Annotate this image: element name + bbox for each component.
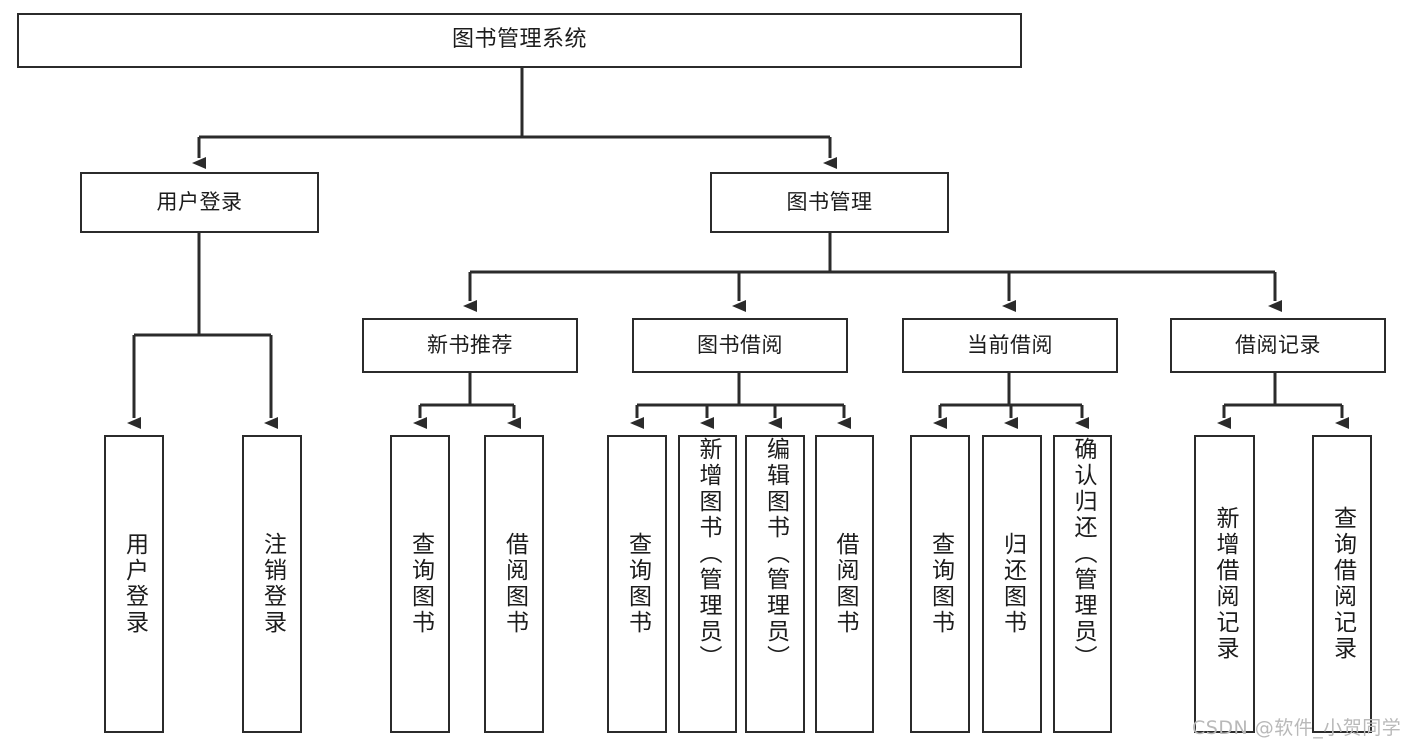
node-leaf-borrow-book-1[interactable]: 借阅图书 — [484, 435, 544, 733]
node-label: 查询借阅记录 — [1329, 506, 1356, 662]
node-leaf-user-login[interactable]: 用户登录 — [104, 435, 164, 733]
node-label: 新增借阅记录 — [1212, 506, 1238, 662]
node-label: 查询图书 — [927, 532, 954, 636]
node-label: 新书推荐 — [427, 332, 513, 357]
node-label: 图书借阅 — [697, 332, 783, 357]
node-leaf-borrow-book-2[interactable]: 借阅图书 — [815, 435, 874, 733]
node-leaf-edit-book[interactable]: 编辑图书（管理员） — [745, 435, 805, 733]
node-label: 借阅图书 — [501, 532, 528, 636]
csdn-watermark: CSDN @软件_小贺同学 — [1192, 717, 1402, 739]
node-label: 查询图书 — [624, 532, 651, 636]
node-book-management[interactable]: 图书管理 — [710, 172, 949, 233]
node-user-login[interactable]: 用户登录 — [80, 172, 319, 233]
node-leaf-logout-login[interactable]: 注销登录 — [242, 435, 302, 733]
node-label: 图书管理 — [786, 189, 873, 214]
node-leaf-add-book[interactable]: 新增图书（管理员） — [678, 435, 737, 733]
node-label: 编辑图书（管理员） — [762, 437, 789, 671]
node-label: 查询图书 — [407, 532, 434, 636]
node-label: 当前借阅 — [967, 332, 1053, 357]
node-leaf-add-record[interactable]: 新增借阅记录 — [1194, 435, 1255, 733]
node-label: 注销登录 — [259, 532, 286, 636]
node-label: 借阅记录 — [1235, 332, 1321, 357]
node-book-borrow[interactable]: 图书借阅 — [632, 318, 848, 373]
node-label: 借阅图书 — [832, 532, 858, 636]
node-label: 用户登录 — [156, 189, 243, 214]
node-root-book-management-system[interactable]: 图书管理系统 — [17, 13, 1022, 68]
node-label: 图书管理系统 — [451, 27, 587, 53]
node-leaf-return-book[interactable]: 归还图书 — [982, 435, 1042, 733]
node-leaf-confirm-return[interactable]: 确认归还（管理员） — [1053, 435, 1112, 733]
node-leaf-query-record[interactable]: 查询借阅记录 — [1312, 435, 1372, 733]
node-label: 新增图书（管理员） — [695, 437, 721, 671]
node-label: 确认归还（管理员） — [1070, 437, 1096, 671]
node-new-book-recommend[interactable]: 新书推荐 — [362, 318, 578, 373]
node-borrow-record[interactable]: 借阅记录 — [1170, 318, 1386, 373]
node-leaf-query-book-3[interactable]: 查询图书 — [910, 435, 970, 733]
node-label: 用户登录 — [121, 532, 148, 636]
node-current-borrow[interactable]: 当前借阅 — [902, 318, 1118, 373]
node-label: 归还图书 — [999, 532, 1026, 636]
node-leaf-query-book-1[interactable]: 查询图书 — [390, 435, 450, 733]
node-leaf-query-book-2[interactable]: 查询图书 — [607, 435, 667, 733]
